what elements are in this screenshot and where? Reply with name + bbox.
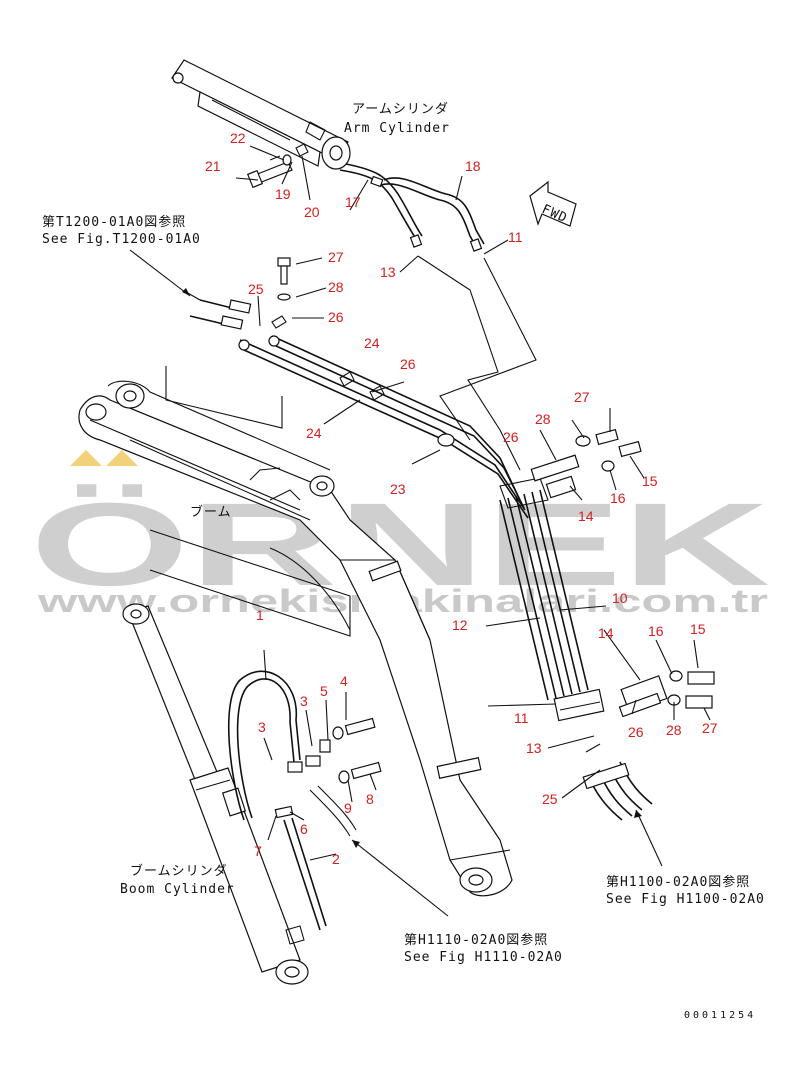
boom-pipes [238,335,529,519]
callout-3-left: 3 [258,719,266,735]
see-t1200-jp-label: 第T1200-01A0図参照 [42,214,186,230]
callout-10: 10 [612,590,628,606]
callout-24-upper: 24 [364,335,380,351]
callout-15-upper: 15 [642,473,658,489]
callout-12: 12 [452,617,468,633]
callout-9: 9 [344,800,352,816]
lower-right-hardware [582,670,715,821]
arm-cylinder-jp-label: アームシリンダ [352,102,449,117]
arm-cylinder [171,59,351,170]
callout-3-right: 3 [300,693,308,709]
callout-28-lower: 28 [666,722,682,738]
callout-8: 8 [366,791,374,807]
boom-small-label: ブーム [190,504,232,520]
callout-15-lower: 15 [690,621,706,637]
drawing-code: 00011254 [684,1010,756,1021]
annotation-labels: アームシリンダ Arm Cylinder 第T1200-01A0図参照 See … [42,102,765,1021]
see-h1100-jp-label: 第H1100-02A0図参照 [606,874,750,890]
callout-2: 2 [332,851,340,867]
callout-21: 21 [205,158,221,174]
frame-lines [149,366,351,637]
see-t1200-en-label: See Fig.T1200-01A0 [42,232,201,247]
callout-6: 6 [300,821,308,837]
callout-5: 5 [320,683,328,699]
callout-17: 17 [345,194,361,210]
boom-cylinder-en-label: Boom Cylinder [120,882,235,897]
callout-27-upper: 27 [328,249,344,265]
routing-lines [417,255,537,471]
boom-cylinder-hoses [227,670,382,931]
callout-26-mid: 26 [400,356,416,372]
callout-19: 19 [275,186,291,202]
callout-1: 1 [256,607,264,623]
fwd-arrow: FWD [529,180,577,227]
callout-25-upper: 25 [248,281,264,297]
callout-14-lower: 14 [598,625,614,641]
callout-14-upper: 14 [578,508,594,524]
arm-hoses [339,163,485,252]
callout-27-right: 27 [574,389,590,405]
arm-cylinder-en-label: Arm Cylinder [344,121,450,136]
callout-26-right: 26 [503,429,519,445]
boom-cylinder-jp-label: ブームシリンダ [130,863,228,879]
callout-28-upper: 28 [328,279,344,295]
callout-13-lower: 13 [526,740,542,756]
callout-11-lower: 11 [514,710,529,726]
callout-16-lower: 16 [648,623,664,639]
pipe-group-upper [185,257,291,330]
callout-16-upper: 16 [610,490,626,506]
leader-lines [129,145,711,917]
watermark-accent-right [106,450,138,466]
callout-25-lower: 25 [542,791,558,807]
boom: ブーム [78,380,513,897]
watermark-accent-left [70,450,102,466]
callout-20: 20 [304,204,320,220]
callout-7: 7 [254,843,262,859]
boom-cylinder [122,603,309,985]
callout-13-upper: 13 [380,264,396,280]
callout-27-lower: 27 [702,720,718,736]
callout-18: 18 [465,158,481,174]
callout-24-lower: 24 [306,425,322,441]
see-h1110-en-label: See Fig H1110-02A0 [404,950,563,965]
callout-11-upper: 11 [508,229,523,245]
callout-26-lower: 26 [628,724,644,740]
callout-26-upper: 26 [328,309,344,325]
callout-4: 4 [340,673,348,689]
callout-23: 23 [390,481,406,497]
callout-22: 22 [230,130,246,146]
see-h1110-jp-label: 第H1110-02A0図参照 [404,932,548,948]
part-callouts: 22 21 19 20 17 18 11 13 27 28 26 25 24 2… [205,130,718,867]
see-h1100-en-label: See Fig H1100-02A0 [606,892,765,907]
vertical-pipe-bundle [499,428,642,722]
callout-28-right: 28 [535,411,551,427]
